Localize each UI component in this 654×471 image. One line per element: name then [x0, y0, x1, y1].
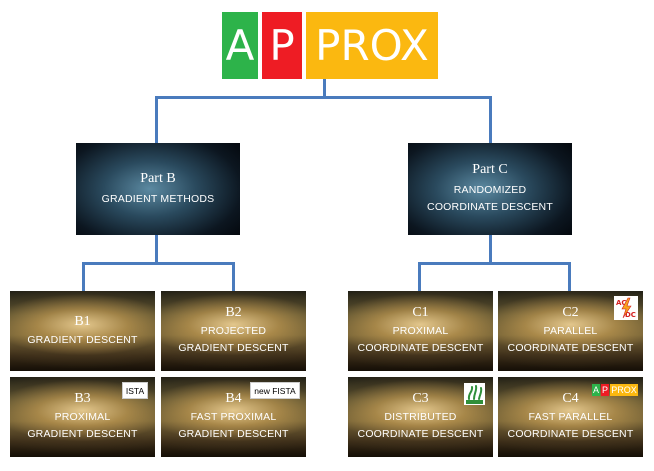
leaf-c4: C4 FAST PARALLEL COORDINATE DESCENT A P …	[498, 377, 643, 457]
leaf-b1-code: B1	[74, 313, 91, 329]
hydra-icon	[464, 383, 485, 405]
connector-to-part-b	[155, 96, 158, 144]
leaf-b4: B4 FAST PROXIMAL GRADIENT DESCENT new FI…	[161, 377, 306, 457]
approx-logo-icon: A P PROX	[592, 384, 639, 396]
connector-to-c2	[568, 262, 571, 292]
leaf-b2: B2 PROJECTED GRADIENT DESCENT	[161, 291, 306, 371]
logo-letter-a: A	[222, 12, 258, 79]
ista-badge: ISTA	[122, 382, 148, 399]
acdc-lightning-icon: AC DC	[614, 296, 638, 320]
leaf-c3-line2: COORDINATE DESCENT	[357, 428, 484, 440]
leaf-b3: B3 PROXIMAL GRADIENT DESCENT ISTA	[10, 377, 155, 457]
leaf-b2-line2: GRADIENT DESCENT	[178, 342, 289, 354]
connector-part-b-down	[155, 234, 158, 264]
leaf-c1-code: C1	[412, 305, 429, 320]
leaf-b2-line1: PROJECTED	[200, 325, 267, 337]
part-c-title-line1: RANDOMIZED	[453, 184, 527, 196]
leaf-b1: B1 GRADIENT DESCENT	[10, 291, 155, 371]
connector-to-part-c	[489, 96, 492, 144]
part-c-code: Part C	[472, 162, 508, 177]
leaf-c1-line2: COORDINATE DESCENT	[357, 342, 484, 354]
leaf-b4-line1: FAST PROXIMAL	[190, 411, 277, 423]
part-c-title-line2: COORDINATE DESCENT	[427, 201, 553, 213]
part-b-box: Part B GRADIENT METHODS	[76, 143, 240, 235]
svg-text:DC: DC	[625, 311, 636, 319]
svg-text:AC: AC	[616, 299, 627, 307]
connector-to-c1	[418, 262, 421, 292]
leaf-c4-code: C4	[562, 391, 579, 406]
leaf-c2-code: C2	[562, 305, 579, 320]
leaf-c1: C1 PROXIMAL COORDINATE DESCENT	[348, 291, 493, 371]
leaf-c3-line1: DISTRIBUTED	[384, 411, 457, 423]
leaf-b3-line1: PROXIMAL	[54, 411, 111, 423]
logo-letters-prox: PROX	[306, 12, 438, 79]
leaf-c2: C2 PARALLEL COORDINATE DESCENT AC DC	[498, 291, 643, 371]
leaf-c2-line2: COORDINATE DESCENT	[507, 342, 634, 354]
logo-letter-p: P	[262, 12, 302, 79]
part-b-code: Part B	[140, 170, 176, 186]
part-b-title: GRADIENT METHODS	[101, 192, 215, 205]
connector-part-c-down	[489, 234, 492, 264]
leaf-b3-line2: GRADIENT DESCENT	[27, 428, 138, 440]
leaf-c2-line1: PARALLEL	[543, 325, 598, 337]
leaf-c3: C3 DISTRIBUTED COORDINATE DESCENT	[348, 377, 493, 457]
mini-logo-letter-a: A	[592, 384, 600, 396]
new-fista-badge: new FISTA	[250, 382, 300, 399]
mini-logo-letters-prox: PROX	[610, 384, 638, 396]
connector-to-b1	[82, 262, 85, 292]
leaf-c3-code: C3	[412, 391, 429, 406]
connector-top-horizontal	[155, 96, 492, 99]
leaf-b3-code: B3	[74, 391, 91, 406]
leaf-b4-line2: GRADIENT DESCENT	[178, 428, 289, 440]
leaf-c4-line1: FAST PARALLEL	[528, 411, 613, 423]
leaf-c4-line2: COORDINATE DESCENT	[507, 428, 634, 440]
leaf-c1-line1: PROXIMAL	[392, 325, 449, 337]
leaf-b4-code: B4	[225, 391, 242, 406]
connector-b-horizontal	[82, 262, 235, 265]
connector-logo-down	[323, 79, 326, 97]
leaf-b2-code: B2	[225, 305, 242, 320]
connector-to-b2	[232, 262, 235, 292]
mini-logo-letter-p: P	[601, 384, 609, 396]
approx-logo: A P PROX	[222, 12, 442, 79]
part-c-box: Part C RANDOMIZED COORDINATE DESCENT	[408, 143, 572, 235]
connector-c-horizontal	[418, 262, 571, 265]
leaf-b1-line1: GRADIENT DESCENT	[27, 333, 138, 346]
